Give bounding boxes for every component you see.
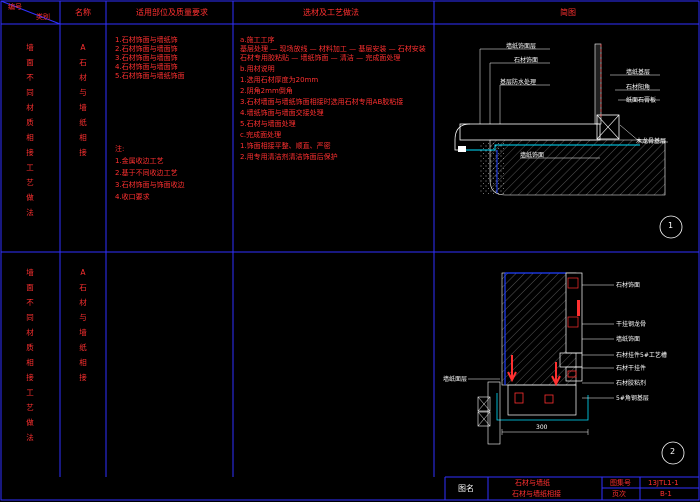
- callout-2: 石材饰面: [514, 57, 539, 64]
- header-category: 类别: [36, 13, 50, 21]
- callout-7: 木龙骨基层: [636, 138, 667, 145]
- wall-layer: [594, 43, 602, 125]
- note-item: 4.收口要求: [115, 193, 150, 201]
- header-scope: 适用部位及质量要求: [136, 8, 208, 17]
- detail-2-marker: [661, 441, 685, 465]
- detail-1-marker: [659, 215, 683, 239]
- red-arrow-1: [507, 355, 517, 383]
- callout-2a: 石材饰面: [616, 282, 641, 289]
- row1-category: 墙面不同材质相接工艺做法: [26, 43, 34, 217]
- notes-title: 注:: [115, 145, 125, 153]
- process-line: 2.阴角2mm倒角: [240, 87, 293, 95]
- scope-item: 2.石材饰面与墙面饰: [115, 45, 178, 53]
- anchor-box-2: [567, 316, 579, 328]
- corner-x2: [596, 114, 620, 140]
- row1-process: a.施工工序 基层处理 — 现场放线 — 材料加工 — 基层安装 — 石材安装 …: [240, 36, 426, 162]
- row2-category: 墙面不同材质相接工艺做法: [26, 268, 34, 442]
- note-item: 1.金属收边工艺: [115, 157, 164, 165]
- red-arrow-2: [551, 362, 561, 387]
- header-number: 编号: [8, 3, 22, 11]
- title-label: 图名: [458, 484, 474, 493]
- slab-hatch: [489, 139, 666, 196]
- callout-3: 基层防水处理: [500, 79, 537, 86]
- callout-8: 墙纸饰面: [520, 152, 545, 159]
- callout-2c: 墙纸饰面: [616, 336, 641, 343]
- base-box-2: [477, 411, 491, 427]
- red-anchor-2: [514, 392, 524, 404]
- concrete-fill: [480, 142, 505, 194]
- stone-slab: [459, 123, 601, 141]
- process-line: c.完成面处理: [240, 131, 282, 139]
- process-line: 3.石材墙面与墙纸饰面相接时选用石材专用AB胶粘接: [240, 98, 404, 106]
- callout-2b: 干挂钢龙骨: [616, 321, 647, 328]
- red-anchor-3: [544, 394, 554, 404]
- process-line: b.用材说明: [240, 65, 275, 73]
- detail-2: [468, 272, 685, 465]
- title-line1: 石材与墙纸: [515, 479, 550, 487]
- scope-item: 1.石材饰面与墙纸饰: [115, 36, 178, 44]
- process-line: 基层处理 — 现场放线 — 材料加工 — 基层安装 — 石材安装: [240, 45, 426, 53]
- scope-item: 5.石材饰面与墙纸饰面: [115, 72, 185, 80]
- base-plinth: [487, 381, 501, 445]
- process-line: 4.墙纸饰面与墙面交接处理: [240, 109, 324, 117]
- callout-6: 纸面石膏板: [626, 97, 657, 104]
- corner-box: [596, 114, 620, 140]
- callout-2g: 5#角钢基层: [616, 395, 649, 402]
- row1-scope-list: 1.石材饰面与墙纸饰 2.石材饰面与墙面饰 3.石材饰面与墙面饰 4.石材饰面与…: [115, 36, 185, 81]
- header-diagram: 简图: [560, 8, 576, 17]
- process-line: 2.用专用清洁剂清洁饰面后保护: [240, 153, 338, 161]
- red-anchor-1: [567, 370, 577, 378]
- header-process: 选材及工艺做法: [303, 8, 359, 17]
- detail-1: [454, 43, 683, 239]
- detail-1-number: 1: [668, 221, 674, 230]
- cyan-outline: [496, 393, 589, 421]
- detail-2-number: 2: [670, 447, 676, 456]
- header-diagonal: [0, 0, 61, 25]
- callout-1: 墙纸饰面层: [506, 43, 537, 50]
- callout-2-left: 墙纸面层: [443, 376, 468, 383]
- row1-notes: 注: 1.金属收边工艺 2.基于不同收边工艺 3.石材饰面与饰面收边 4.收口要…: [115, 145, 185, 202]
- page-label: 页次: [612, 490, 626, 498]
- atlas-value: 13JTL1-1: [648, 479, 679, 487]
- page-value: B-1: [660, 490, 672, 498]
- red-plate: [577, 300, 580, 316]
- callout-2d: 石材挂件5#工艺槽: [616, 352, 667, 359]
- note-item: 2.基于不同收边工艺: [115, 169, 178, 177]
- cyan-line: [463, 144, 640, 151]
- step-block-2: [565, 366, 583, 382]
- scope-item: 4.石材饰面与墙面饰: [115, 63, 178, 71]
- callout-2e: 石材干挂件: [616, 365, 647, 372]
- edge-piece: [458, 146, 466, 152]
- process-line: a.施工工序: [240, 36, 275, 44]
- dimension-label: 300: [536, 424, 548, 431]
- note-item: 3.石材饰面与饰面收边: [115, 181, 185, 189]
- anchor-box-1: [567, 277, 579, 289]
- base-box-1: [477, 396, 491, 412]
- title-line2: 石材与墙纸相接: [512, 490, 561, 498]
- callout-5: 石材阳角: [626, 84, 651, 91]
- wall-hatch-2: [501, 272, 577, 386]
- stone-nose: [454, 123, 471, 151]
- bottom-block: [507, 384, 577, 416]
- callout-2f: 石材胶粘剂: [616, 380, 647, 387]
- scope-item: 3.石材饰面与墙面饰: [115, 54, 178, 62]
- callout-4: 墙纸基层: [626, 69, 651, 76]
- process-line: 5.石材与墙面处理: [240, 120, 296, 128]
- header-name: 名称: [75, 8, 91, 17]
- leader-1j: [619, 124, 668, 143]
- atlas-label: 图集号: [610, 479, 631, 487]
- process-line: 1.饰面相接平整、顺直、严密: [240, 142, 331, 150]
- process-line: 石材专用胶粘贴 — 墙纸饰面 — 清洁 — 完成面处理: [240, 54, 401, 62]
- process-line: 1.选用石材厚度为20mm: [240, 76, 319, 84]
